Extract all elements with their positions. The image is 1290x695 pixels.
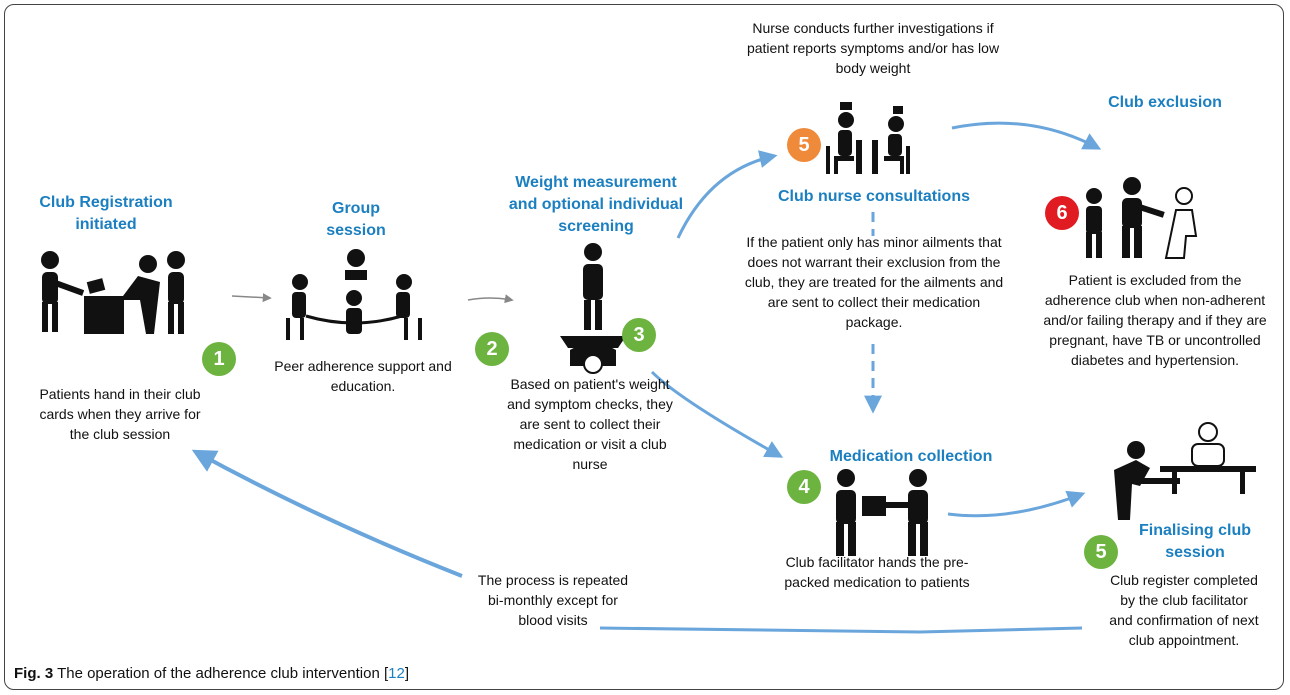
figure-caption: Fig. 3 The operation of the adherence cl… <box>14 664 409 684</box>
arrow-medication-to-finalising <box>947 490 1086 518</box>
registration-icon <box>41 251 185 334</box>
arrow-registration-to-group <box>231 293 272 303</box>
exclusion-icon <box>1086 177 1198 259</box>
arrow-weight-to-medication <box>650 370 784 458</box>
figure-frame <box>4 4 1284 690</box>
heading-medication: Medication collection <box>829 448 993 465</box>
desc-medication: Club facilitator hands the pre-packed me… <box>784 554 970 590</box>
step-badge-4: 4 <box>787 470 821 504</box>
step-badge-3: 3 <box>622 318 656 352</box>
medication-handover-icon <box>836 469 928 556</box>
step-badge-1: 1 <box>202 342 236 376</box>
caption-close: ] <box>404 665 409 682</box>
heading-nurse: Club nurse consultations <box>777 188 970 205</box>
caption-label: Fig. 3 <box>14 665 54 682</box>
desc-nurse-top: Nurse conducts further investigations if… <box>746 20 1000 76</box>
step-badge-6: 6 <box>1045 196 1079 230</box>
arrow-repeat-to-registration <box>191 449 463 578</box>
group-session-icon <box>286 249 422 340</box>
scale-icon <box>560 243 626 374</box>
step-badge-2: 2 <box>475 332 509 366</box>
arrow-nurse-to-exclusion <box>951 121 1102 150</box>
caption-text: The operation of the adherence club inte… <box>53 665 389 682</box>
arrow-group-to-weight <box>467 294 514 304</box>
step-badge-5-finalising: 5 <box>1084 535 1118 569</box>
arrow-weight-to-nurse <box>676 150 778 239</box>
desc-nurse: If the patient only has minor ailments t… <box>744 234 1004 330</box>
nurse-consultation-icon <box>826 102 910 174</box>
heading-exclusion: Club exclusion <box>1108 94 1222 111</box>
caption-reference-link[interactable]: 12 <box>388 665 405 682</box>
step-badge-5-nurse: 5 <box>787 128 821 162</box>
register-desk-icon <box>1114 422 1256 520</box>
arrow-finalising-back <box>599 626 1083 634</box>
